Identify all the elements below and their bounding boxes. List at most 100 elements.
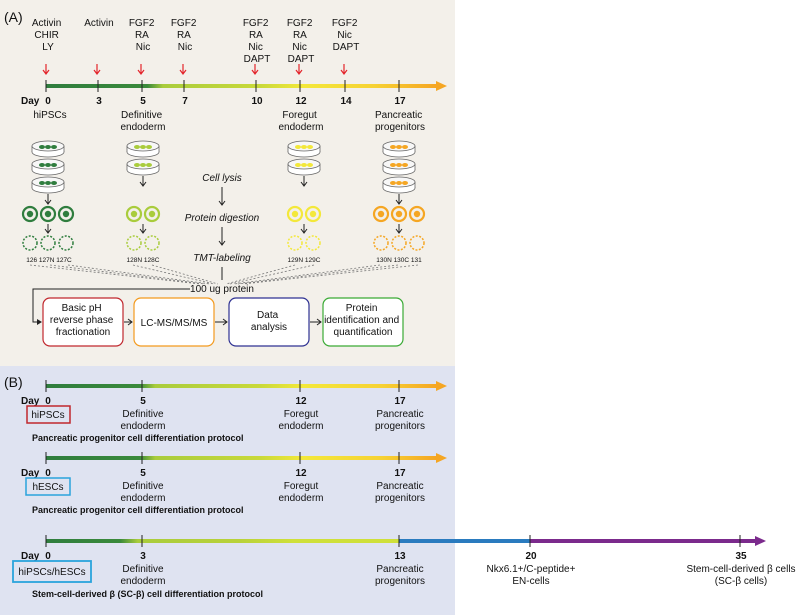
- down-arrow-icon: [395, 194, 403, 205]
- down-arrow-icon: [218, 227, 226, 246]
- lysate-icon: [409, 235, 425, 251]
- workflow: Basic pH reverse phase fractionation LC-…: [42, 297, 404, 347]
- organoid-core: [62, 210, 70, 218]
- day-label: Day: [21, 551, 40, 562]
- down-arrow-icon: [251, 64, 259, 75]
- treatment-line: LY: [42, 42, 54, 53]
- lysate-icon: [126, 235, 142, 251]
- down-arrow-icon: [93, 64, 101, 75]
- tmt-label: 128N 128C: [127, 257, 160, 264]
- colony-dot: [295, 145, 301, 149]
- colony-dot: [390, 163, 396, 167]
- tmt-label: 126 127N 127C: [26, 257, 72, 264]
- day-number: 35: [735, 551, 747, 562]
- protocol-timeline-bar: [46, 456, 436, 460]
- workflow-line: Data: [257, 310, 279, 321]
- lysate-icon: [22, 235, 38, 251]
- down-arrow-icon: [179, 64, 187, 75]
- colony-dot: [295, 163, 301, 167]
- colony-dot: [51, 163, 57, 167]
- treatment-line: CHIR: [34, 30, 58, 41]
- treatment-line: FGF2: [129, 18, 155, 29]
- organoid-icon: [21, 205, 39, 223]
- stage-line: Pancreatic: [375, 110, 422, 121]
- stage-label: hiPSCs: [33, 110, 66, 121]
- organoid-core: [44, 210, 52, 218]
- workflow-line: quantification: [334, 327, 393, 338]
- day-number: 17: [394, 396, 406, 407]
- down-arrow-icon: [300, 176, 308, 187]
- stage-line: Definitive: [121, 110, 163, 121]
- day-number: 13: [394, 551, 406, 562]
- day-number: 10: [251, 96, 263, 107]
- day-number: 5: [140, 396, 146, 407]
- day-number: 17: [394, 96, 406, 107]
- treatment-day14: FGF2 Nic DAPT: [332, 18, 360, 53]
- step-protein-digestion: Protein digestion: [185, 213, 260, 224]
- workflow-box-fractionation: [42, 297, 124, 347]
- colony-dot: [51, 181, 57, 185]
- down-arrow-icon: [44, 194, 52, 205]
- pooling-lines: [29, 264, 419, 285]
- workflow-box-lcms: [133, 297, 215, 347]
- treatment-line: RA: [293, 30, 307, 41]
- protocol-timeline-bar: [46, 539, 399, 543]
- right-arrow-icon: [215, 318, 228, 326]
- stage-line: endoderm: [278, 122, 323, 133]
- panel-a-treatments: Activin CHIR LY Activin FGF2 RA Nic FGF2…: [32, 18, 360, 65]
- treatment-line: FGF2: [171, 18, 197, 29]
- organoid-icon: [390, 205, 408, 223]
- organoid-core: [413, 210, 421, 218]
- colony-dot: [307, 145, 313, 149]
- colony-dot: [134, 145, 140, 149]
- colony-dot: [45, 181, 51, 185]
- lysate-icon: [305, 235, 321, 251]
- organoid-icon: [286, 205, 304, 223]
- colony-dot: [140, 163, 146, 167]
- cell-type-box: [25, 477, 71, 496]
- treatment-line: FGF2: [287, 18, 313, 29]
- down-arrow-icon: [218, 187, 226, 206]
- lysate-icon: [391, 235, 407, 251]
- colony-dot: [39, 145, 45, 149]
- day-number: 5: [140, 96, 146, 107]
- colony-dot: [301, 145, 307, 149]
- workflow-line: reverse phase: [50, 315, 114, 326]
- stage-line: endoderm: [120, 122, 165, 133]
- treatment-line: RA: [177, 30, 191, 41]
- colony-dot: [390, 145, 396, 149]
- day-number: 0: [45, 468, 51, 479]
- colony-dot: [45, 145, 51, 149]
- colony-dot: [396, 181, 402, 185]
- timeline-arrowhead-icon: [436, 381, 447, 391]
- cell-type-box: [26, 405, 71, 424]
- colony-dot: [396, 163, 402, 167]
- colony-dot: [390, 181, 396, 185]
- day-number: 3: [140, 551, 146, 562]
- timeline-arrowhead-icon: [436, 453, 447, 463]
- colony-dot: [301, 163, 307, 167]
- stage-label: Pancreatic progenitors: [375, 110, 425, 133]
- day-number: 20: [525, 551, 537, 562]
- organoid-core: [26, 210, 34, 218]
- cell-type: hiPSCs: [31, 410, 64, 421]
- treatment-line: Nic: [178, 42, 192, 53]
- tmt-labels: 126 127N 127C 128N 128C 129N 129C 130N 1…: [26, 257, 422, 264]
- treatment-day5: FGF2 RA Nic: [129, 18, 157, 53]
- workflow-text: Basic pH reverse phase fractionation: [50, 303, 116, 338]
- organoid-icon: [408, 205, 426, 223]
- workflow-box-protein-id: [322, 297, 404, 347]
- treatment-line: DAPT: [333, 42, 360, 53]
- day-number: 5: [140, 468, 146, 479]
- organoid-icon: [125, 205, 143, 223]
- organoid-icon: [39, 205, 57, 223]
- day-number: 17: [394, 468, 406, 479]
- treatment-line: Nic: [337, 30, 351, 41]
- day-label: Day: [21, 96, 40, 107]
